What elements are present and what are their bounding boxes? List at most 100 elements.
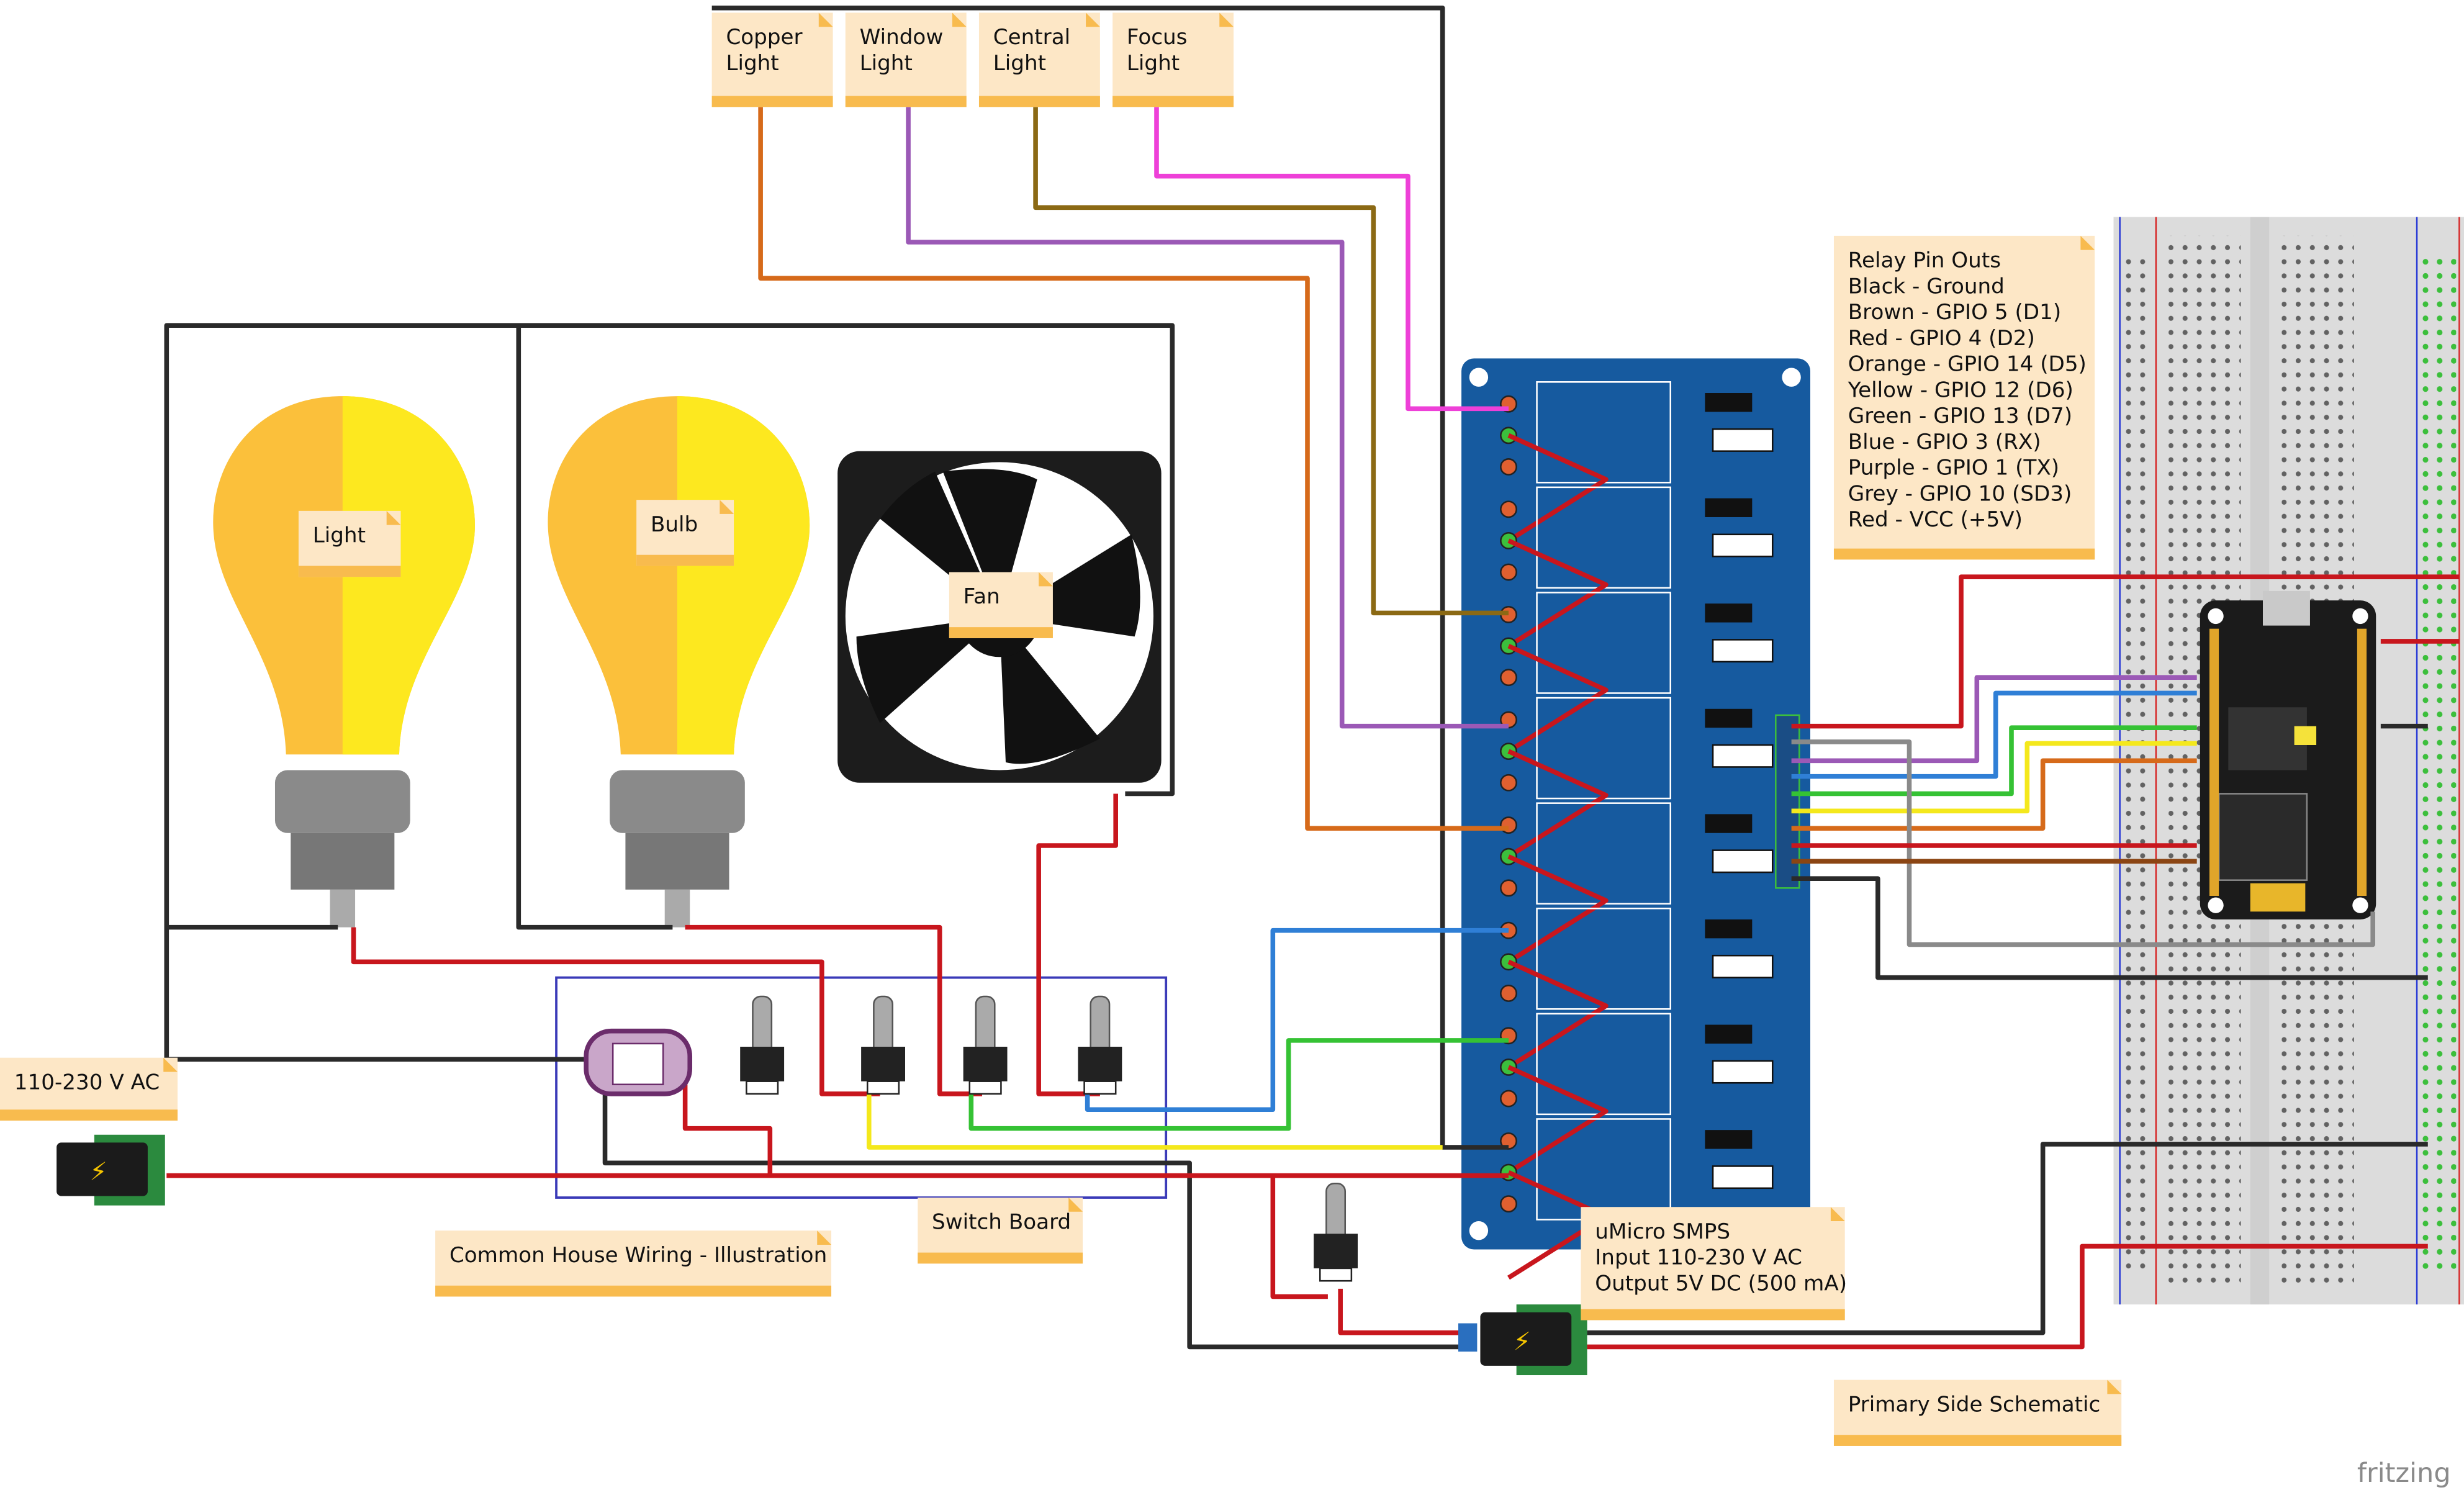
wire-black-ac-neutral [166,1057,1469,1350]
wire-yellow-switch [866,1093,1443,1150]
screw-terminal [1500,879,1517,897]
note-text: Output 5V DC (500 mA) [1595,1271,1847,1296]
note-text: Grey - GPIO 10 (SD3) [1848,481,2072,506]
wire-purple-window [906,107,1509,729]
wire-red-vcc [1791,574,2460,729]
fritzing-logo: fritzing [2357,1458,2451,1489]
wire-magenta-focus [1154,107,1509,412]
note-text: Light [993,51,1046,76]
svg-text:⚡: ⚡ [1514,1327,1531,1357]
ac-power-jack: ⚡ [56,1134,165,1206]
screw-terminal [1500,563,1517,581]
wire-green-switch [968,1038,1509,1131]
note-text: Purple - GPIO 1 (TX) [1848,456,2059,481]
note-fan: Fan [949,572,1053,638]
screw-terminal [1500,1195,1517,1213]
smps-power-module: ⚡ [1458,1304,1587,1376]
note-text: Blue - GPIO 3 (RX) [1848,430,2041,454]
light-bulb-1 [213,396,475,928]
toggle-switch[interactable] [963,995,1008,1095]
note-text: Red - GPIO 4 (D2) [1848,326,2035,351]
relay-channel [1500,697,1774,859]
light-bulb-2 [548,396,810,928]
wire-red-relay-common [1507,644,1609,754]
relay-channel [1500,1013,1774,1175]
screw-terminal [1500,500,1517,518]
note-text: Common House Wiring - Illustration [449,1243,827,1268]
screw-terminal [1500,985,1517,1002]
wire-blue-switch [1085,928,1509,1113]
note-text: Green - GPIO 13 (D7) [1848,404,2072,428]
note-text: Light [1127,51,1180,76]
note-text: uMicro SMPS [1595,1219,1730,1244]
wire-black-top [711,6,1509,1150]
wire-red-relay-common [1507,854,1609,964]
note-primary-side: Primary Side Schematic [1833,1379,2122,1446]
relay-channel [1500,486,1774,648]
note-text: Input 110-230 V AC [1595,1245,1802,1270]
note-text: Primary Side Schematic [1848,1392,2101,1417]
note-bulb: Bulb [636,500,734,566]
wire-red-relay-common [1507,433,1609,543]
note-text: Window [860,25,944,50]
note-text: Brown - GPIO 5 (D1) [1848,300,2061,325]
relay-channel [1500,381,1774,543]
wall-socket [584,1028,693,1096]
note-text: Relay Pin Outs [1848,248,2001,273]
note-text: Bulb [651,512,698,537]
note-text: Fan [963,584,1000,609]
wire-red-fan [1036,793,1118,1096]
note-text: Black - Ground [1848,274,2005,299]
note-text: 110-230 V AC [14,1070,160,1095]
note-house-wiring: Common House Wiring - Illustration [435,1230,832,1297]
wire-grey-sd3 [1791,739,2375,947]
wire-red-relay-common [1507,1065,1609,1175]
wire-black-mains-loop [164,323,1175,1060]
wire-purple-tx [1791,675,2197,764]
note-text: Focus [1127,25,1188,50]
wire-red-bulb2 [685,924,983,1096]
toggle-switch[interactable] [1314,1182,1358,1282]
note-switch-board: Switch Board [918,1198,1083,1264]
switch-board-frame [555,976,1168,1199]
8-channel-relay-board [1461,358,1810,1280]
relay-channel [1500,802,1774,964]
wire-red-relay-common [1507,959,1609,1070]
relay-channel [1500,592,1774,754]
wire-red-relay-common [1507,749,1609,859]
screw-terminal [1500,669,1517,687]
wire-black-smps-out [1587,1142,2428,1335]
nodemcu-esp8266-board [2200,590,2376,919]
wire-orange-copper [758,107,1509,831]
toggle-switch[interactable] [740,995,785,1095]
note-text: Copper [726,25,803,50]
wire-black-gnd [1791,876,2428,980]
note-text: Switch Board [932,1210,1071,1235]
toggle-switch[interactable] [1078,995,1122,1095]
note-text: Red - VCC (+5V) [1848,507,2023,532]
wire-black-bulb2-loop [516,325,673,930]
wire-red-socket [682,1084,773,1176]
note-text: Central [993,25,1070,50]
note-text: Orange - GPIO 14 (D5) [1848,352,2087,377]
screw-terminal [1500,774,1517,792]
wire-red-bulb1 [351,927,880,1096]
wire-red-smps-in [1338,1288,1469,1335]
wire-green-d7 [1791,725,2197,797]
note-text: Light [313,523,366,548]
note-text: Light [726,51,778,76]
screw-terminal [1500,458,1517,476]
toggle-switch[interactable] [861,995,905,1095]
note-text: Yellow - GPIO 12 (D6) [1848,377,2074,402]
wire-red-smps-out [1587,1244,2428,1350]
screw-terminal [1500,1090,1517,1108]
wire-brown-central [1033,107,1509,616]
note-text: Light [860,51,913,76]
